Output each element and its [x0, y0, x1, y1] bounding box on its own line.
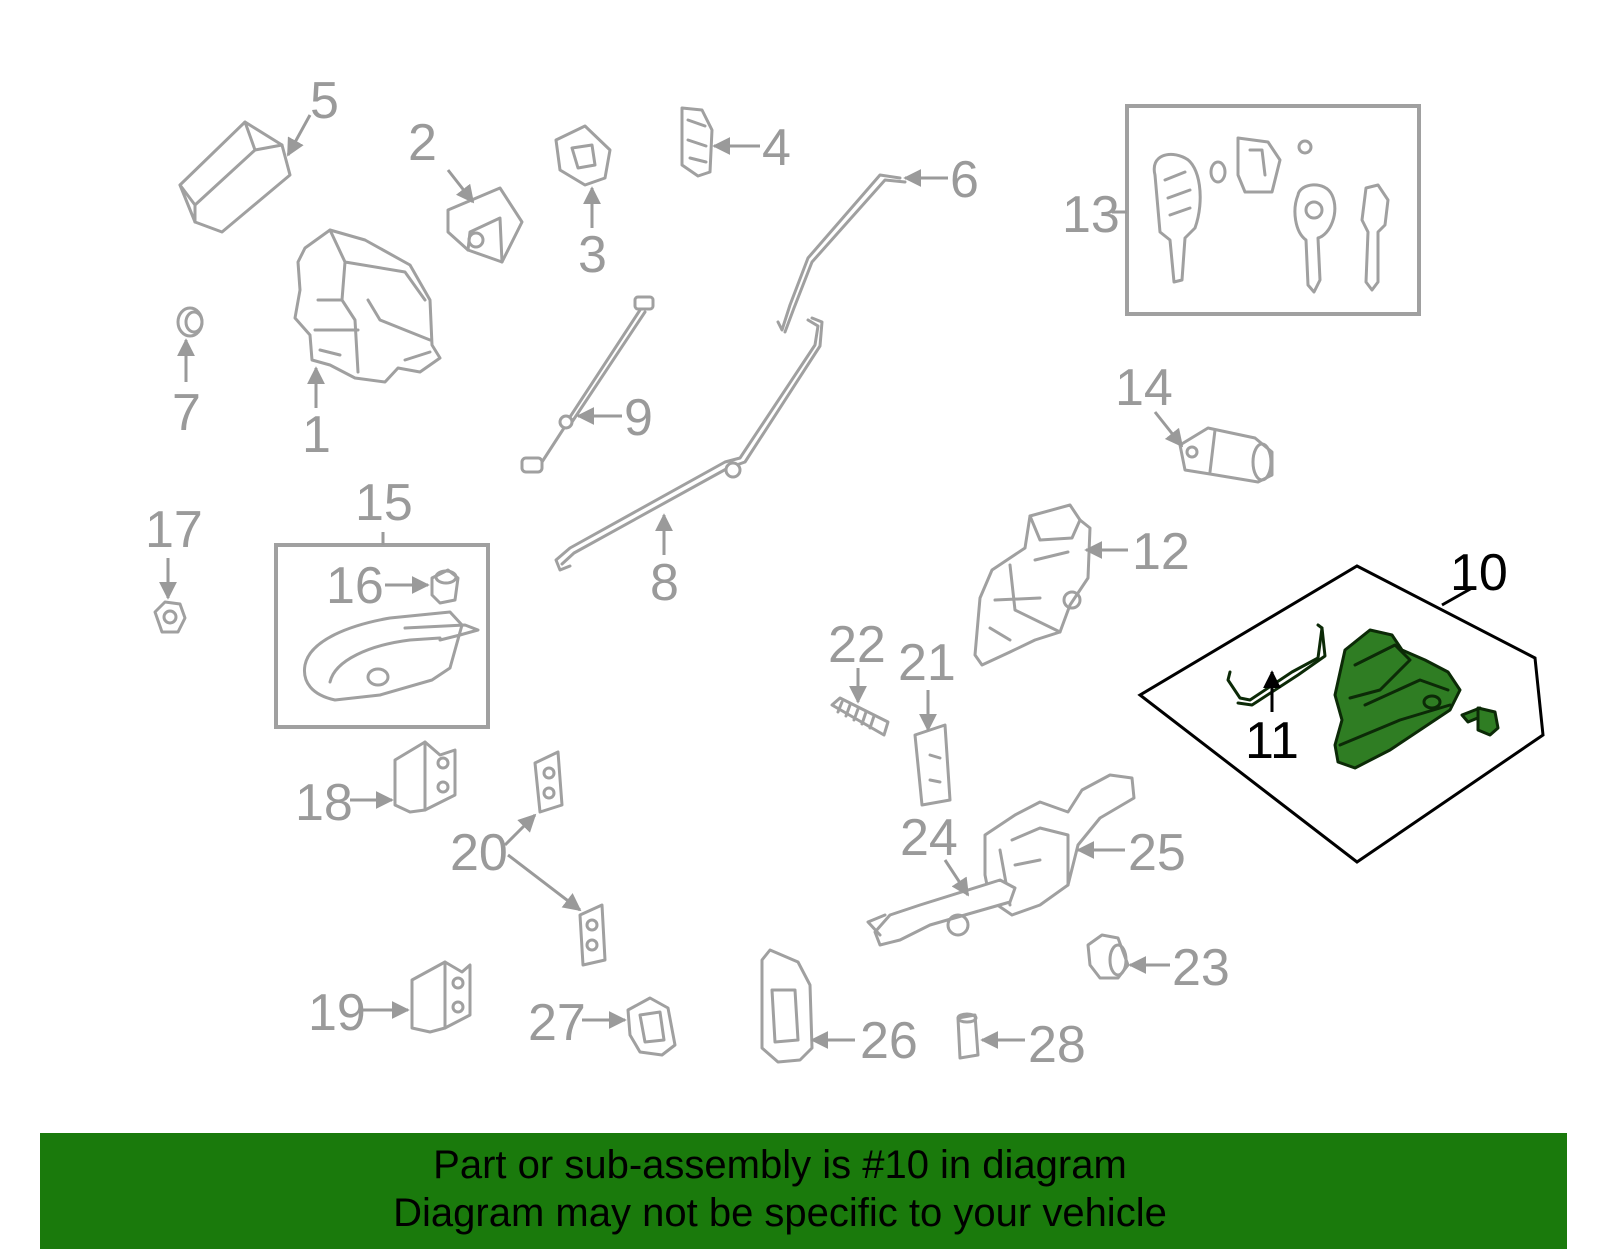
callout-21: 21: [898, 634, 956, 692]
leader-24: [943, 859, 970, 897]
callout-19: 19: [308, 984, 366, 1042]
callout-24: 24: [900, 809, 958, 867]
banner-line-1: Part or sub-assembly is #10 in diagram: [433, 1143, 1127, 1187]
info-banner: Part or sub-assembly is #10 in diagram D…: [40, 1133, 1567, 1249]
part-26-boot[interactable]: [760, 948, 814, 1064]
callout-28: 28: [1028, 1016, 1086, 1074]
part-14-cylinder[interactable]: [1178, 426, 1274, 484]
callout-5: 5: [310, 72, 339, 130]
part-7-grommet[interactable]: [176, 306, 204, 338]
part-13-key-set-box[interactable]: [1125, 104, 1421, 316]
part-22-spring[interactable]: [830, 696, 890, 737]
part-25-door-check[interactable]: [983, 773, 1136, 917]
callout-26: 26: [860, 1012, 918, 1070]
callout-4: 4: [762, 119, 791, 177]
callout-3: 3: [578, 226, 607, 284]
part-13-keys: [1152, 136, 1390, 294]
callout-11: 11: [1245, 712, 1299, 770]
leader-5: [286, 114, 312, 157]
leader-14: [1153, 411, 1184, 448]
leader-10: [1441, 586, 1473, 607]
callout-6: 6: [950, 151, 979, 209]
leader-20a: [503, 813, 537, 847]
callout-2: 2: [408, 114, 437, 172]
callout-8: 8: [650, 554, 679, 612]
callout-17: 17: [145, 501, 203, 559]
callout-15: 15: [355, 474, 413, 532]
part-18-hinge[interactable]: [393, 740, 457, 814]
callout-13: 13: [1062, 186, 1120, 244]
callout-25: 25: [1128, 824, 1186, 882]
callout-18: 18: [295, 774, 353, 832]
part-10-outside-handle[interactable]: [1333, 628, 1462, 770]
part-19-hinge[interactable]: [410, 960, 472, 1034]
part-17-nut[interactable]: [153, 600, 187, 634]
part-10-bolt[interactable]: [1460, 706, 1500, 737]
part-16-clip[interactable]: [430, 568, 460, 605]
part-4-clip[interactable]: [680, 106, 714, 178]
part-24-check-strap[interactable]: [866, 878, 1017, 947]
callout-12: 12: [1132, 523, 1190, 581]
part-15-inside-handle: [302, 610, 480, 702]
leader-20b: [507, 853, 582, 912]
part-23-bushing[interactable]: [1086, 933, 1130, 980]
part-12-handle-bracket[interactable]: [973, 503, 1092, 667]
callout-14: 14: [1115, 359, 1173, 417]
part-9-rod[interactable]: [520, 295, 655, 474]
part-28-plug[interactable]: [956, 1012, 980, 1060]
part-3-bumper[interactable]: [554, 124, 612, 187]
callout-9: 9: [624, 389, 653, 447]
part-20-gasket-lower[interactable]: [578, 903, 607, 967]
part-20-gasket-upper[interactable]: [533, 750, 564, 814]
part-1-door-latch[interactable]: [293, 228, 442, 384]
callout-7: 7: [172, 384, 201, 442]
callout-22: 22: [828, 616, 886, 674]
callout-16: 16: [326, 557, 384, 615]
part-5-lock-cylinder[interactable]: [178, 120, 292, 234]
callout-27: 27: [528, 994, 586, 1052]
part-8-rod[interactable]: [554, 316, 824, 572]
part-6-rod[interactable]: [776, 173, 907, 334]
callout-20: 20: [450, 824, 508, 882]
callout-23: 23: [1172, 939, 1230, 997]
part-2-striker[interactable]: [446, 186, 524, 264]
callout-1: 1: [302, 406, 331, 464]
part-27-seal[interactable]: [626, 996, 677, 1057]
leader-2: [446, 169, 475, 204]
callout-10: 10: [1450, 544, 1508, 602]
part-11-rod[interactable]: [1226, 623, 1327, 707]
banner-line-2: Diagram may not be specific to your vehi…: [393, 1191, 1167, 1235]
part-21-gasket[interactable]: [913, 723, 952, 807]
part-10-assembly-box[interactable]: [1137, 564, 1545, 864]
